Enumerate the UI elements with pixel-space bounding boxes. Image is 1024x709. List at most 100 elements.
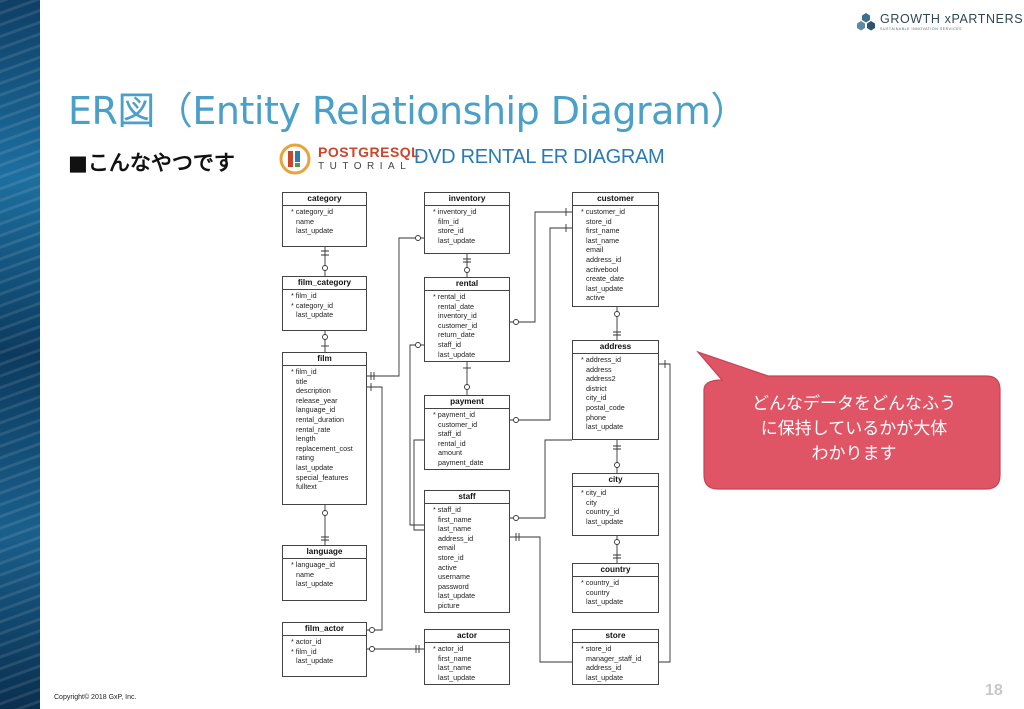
entity-name: country <box>573 564 658 577</box>
entity-field: city_id <box>581 488 658 498</box>
entity-rental: rental rental_idrental_dateinventory_idc… <box>424 277 510 362</box>
entity-field: rental_rate <box>296 424 331 434</box>
customer-payment-line <box>510 227 572 421</box>
entity-field: first_name <box>586 226 620 236</box>
entity-fields: payment_idcustomer_idstaff_idrental_idam… <box>425 409 509 468</box>
entity-field: category_id <box>291 207 366 217</box>
entity-address: address address_idaddressaddress2distric… <box>572 340 659 440</box>
entity-field: language_id <box>291 560 366 570</box>
entity-field: fulltext <box>296 482 317 492</box>
entity-field: customer_id <box>438 419 478 429</box>
entity-field: country_id <box>581 578 658 588</box>
entity-customer: customer customer_idstore_idfirst_namela… <box>572 192 659 307</box>
growth-xpartners-logo: GROWTH xPARTNERS SUSTAINABLE INNOVATION … <box>856 10 1023 36</box>
entity-name: film <box>283 353 366 366</box>
entity-field: last_update <box>438 672 476 682</box>
entity-field: film_id <box>438 216 459 226</box>
entity-field: payment_id <box>433 410 509 420</box>
entity-field: last_update <box>296 310 334 320</box>
entity-field: first_name <box>438 514 472 524</box>
entity-field: last_name <box>586 235 620 245</box>
entity-actor: actor actor_idfirst_namelast_namelast_up… <box>424 629 510 685</box>
entity-field: customer_id <box>438 320 478 330</box>
entity-field: first_name <box>438 653 472 663</box>
entity-name: film_category <box>283 277 366 290</box>
entity-field: active <box>438 562 457 572</box>
entity-field: activebool <box>586 264 619 274</box>
entity-field: country <box>586 587 610 597</box>
entity-field: name <box>296 216 314 226</box>
entity-field: rental_date <box>438 301 474 311</box>
entity-field: picture <box>438 600 460 610</box>
entity-field: last_update <box>296 226 334 236</box>
staff-payment-line <box>413 439 424 531</box>
entity-field: rental_id <box>438 438 466 448</box>
tutorial-label: TUTORIAL <box>318 161 412 172</box>
entity-field: actor_id <box>291 637 366 647</box>
entity-field: email <box>586 245 604 255</box>
entity-field: staff_id <box>438 339 462 349</box>
entity-payment: payment payment_idcustomer_idstaff_idren… <box>424 395 510 470</box>
entity-field: last_update <box>438 591 476 601</box>
entity-field: city_id <box>586 393 607 403</box>
entity-fields: customer_idstore_idfirst_namelast_nameem… <box>573 206 658 303</box>
entity-field: release_year <box>296 395 338 405</box>
entity-field: inventory_id <box>438 311 477 321</box>
entity-name: store <box>573 630 658 643</box>
entity-field: active <box>586 293 605 303</box>
postgresql-tutorial-logo: POSTGRESQL TUTORIAL <box>278 141 420 177</box>
entity-field: film_id <box>291 291 366 301</box>
entity-field: address_id <box>586 254 622 264</box>
entity-name: language <box>283 546 366 559</box>
entity-store: store store_idmanager_staff_idaddress_id… <box>572 629 659 685</box>
postgresql-name: POSTGRESQL <box>318 144 421 160</box>
entity-field: phone <box>586 412 606 422</box>
film-film-actor-line <box>366 386 383 631</box>
entity-name: inventory <box>425 193 509 206</box>
entity-field: city <box>586 497 597 507</box>
entity-fields: address_idaddressaddress2districtcity_id… <box>573 354 658 432</box>
film-inventory-line <box>366 237 424 377</box>
customer-rental-line <box>510 211 572 323</box>
entity-inventory: inventory inventory_idfilm_idstore_idlas… <box>424 192 510 254</box>
entity-field: address <box>586 364 612 374</box>
entity-field: return_date <box>438 330 475 340</box>
page-number: 18 <box>985 682 1003 699</box>
category-one-marker <box>321 250 329 256</box>
entity-field: store_id <box>586 216 612 226</box>
entity-field: postal_code <box>586 402 625 412</box>
entity-field: last_update <box>586 283 624 293</box>
entity-field: staff_id <box>438 429 462 439</box>
staff-rental-line <box>409 344 424 526</box>
entity-field: last_update <box>296 656 334 666</box>
staff-store-line <box>510 536 572 663</box>
entity-field: manager_staff_id <box>586 653 642 663</box>
entity-field: rating <box>296 453 314 463</box>
entity-field: last_name <box>438 663 472 673</box>
brand-tagline: SUSTAINABLE INNOVATION SERVICES <box>880 27 962 31</box>
entity-name: staff <box>425 491 509 504</box>
entity-field: payment_date <box>438 457 484 467</box>
slide-title: ER図（Entity Relationship Diagram） <box>68 89 748 133</box>
entity-field: last_update <box>586 422 624 432</box>
entity-name: rental <box>425 278 509 291</box>
entity-field: last_update <box>586 672 624 682</box>
entity-film-category: film_category film_idcategory_idlast_upd… <box>282 276 367 331</box>
entity-field: address_id <box>581 355 658 365</box>
entity-field: category_id <box>291 301 366 311</box>
film-category-many-marker <box>322 265 328 271</box>
entity-field: email <box>438 543 456 553</box>
entity-field: language_id <box>296 405 336 415</box>
entity-field: store_id <box>438 552 464 562</box>
entity-field: film_id <box>291 367 366 377</box>
entity-field: rental_id <box>433 292 509 302</box>
